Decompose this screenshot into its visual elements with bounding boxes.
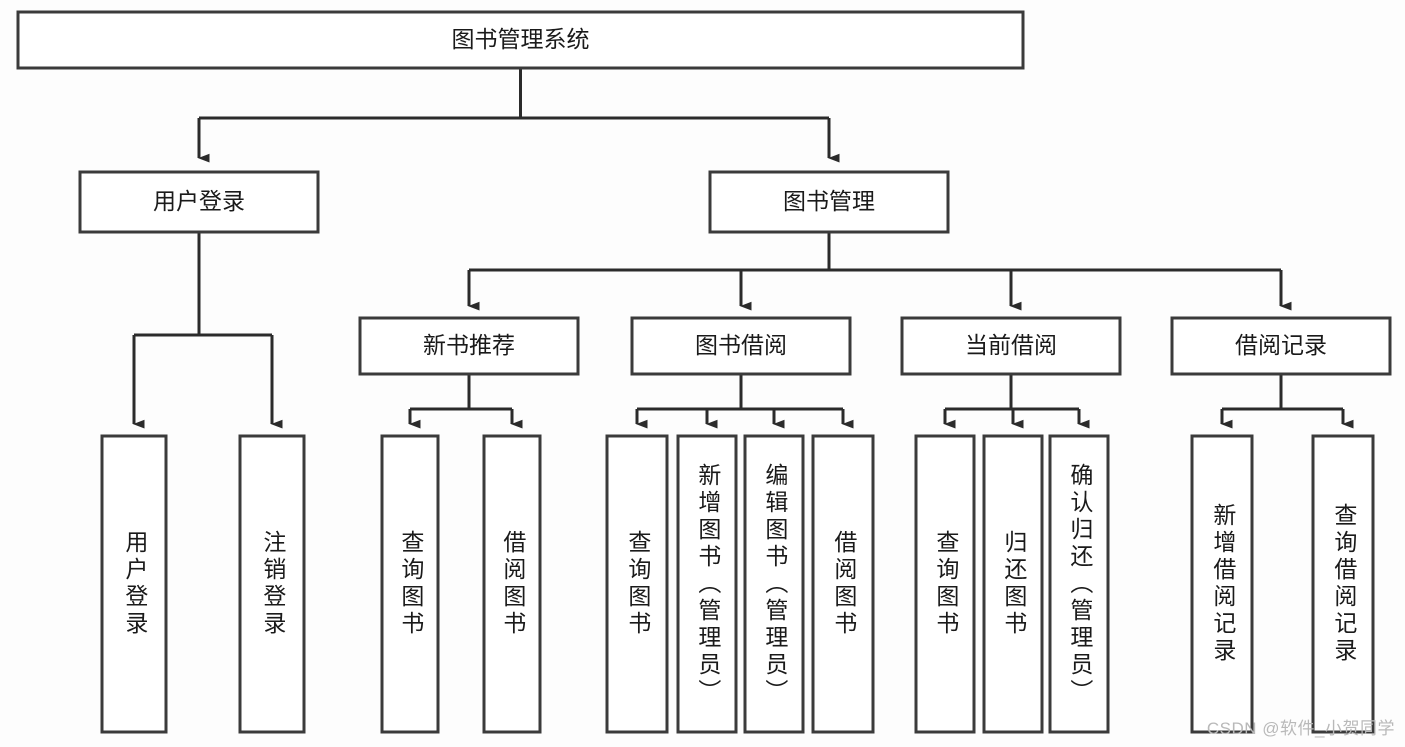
node-leaf-confirm-return-admin[interactable] — [1048, 434, 1110, 734]
node-leaf-add-borrow-record[interactable] — [1190, 434, 1254, 734]
node-borrow-record[interactable]: 借阅记录 — [1170, 316, 1392, 376]
node-leaf-edit-book-admin[interactable] — [743, 434, 805, 734]
node-leaf-borrow-book[interactable] — [811, 434, 875, 734]
node-root-label: 图书管理系统 — [452, 26, 590, 52]
leaf-boxes-layer — [100, 434, 1375, 734]
node-current-borrow[interactable]: 当前借阅 — [900, 316, 1122, 376]
edges-layer — [132, 68, 1354, 429]
node-book-manage-label: 图书管理 — [783, 188, 875, 214]
node-leaf-logout[interactable] — [238, 434, 306, 734]
node-user-login-label: 用户登录 — [153, 188, 245, 214]
node-book-manage[interactable]: 图书管理 — [708, 170, 950, 234]
node-leaf-query-book-current[interactable] — [914, 434, 976, 734]
nodes-layer: 图书管理系统 用户登录 图书管理 新书推荐 图书借阅 当前 — [16, 10, 1392, 734]
node-book-borrow[interactable]: 图书借阅 — [630, 316, 852, 376]
node-leaf-borrow-book-rec[interactable] — [482, 434, 542, 734]
node-leaf-query-book-borrow[interactable] — [605, 434, 669, 734]
node-leaf-add-book-admin[interactable] — [676, 434, 738, 734]
node-new-book-recommend-label: 新书推荐 — [423, 332, 515, 358]
node-current-borrow-label: 当前借阅 — [965, 332, 1057, 358]
node-leaf-user-login[interactable] — [100, 434, 168, 734]
node-user-login[interactable]: 用户登录 — [78, 170, 320, 234]
node-root[interactable]: 图书管理系统 — [16, 10, 1025, 70]
node-leaf-query-book-rec[interactable] — [380, 434, 440, 734]
node-borrow-record-label: 借阅记录 — [1235, 332, 1327, 358]
csdn-watermark: CSDN @软件_小贺同学 — [1206, 719, 1395, 738]
node-book-borrow-label: 图书借阅 — [695, 332, 787, 358]
node-leaf-query-borrow-record[interactable] — [1311, 434, 1375, 734]
node-new-book-recommend[interactable]: 新书推荐 — [358, 316, 580, 376]
node-leaf-return-book[interactable] — [982, 434, 1044, 734]
